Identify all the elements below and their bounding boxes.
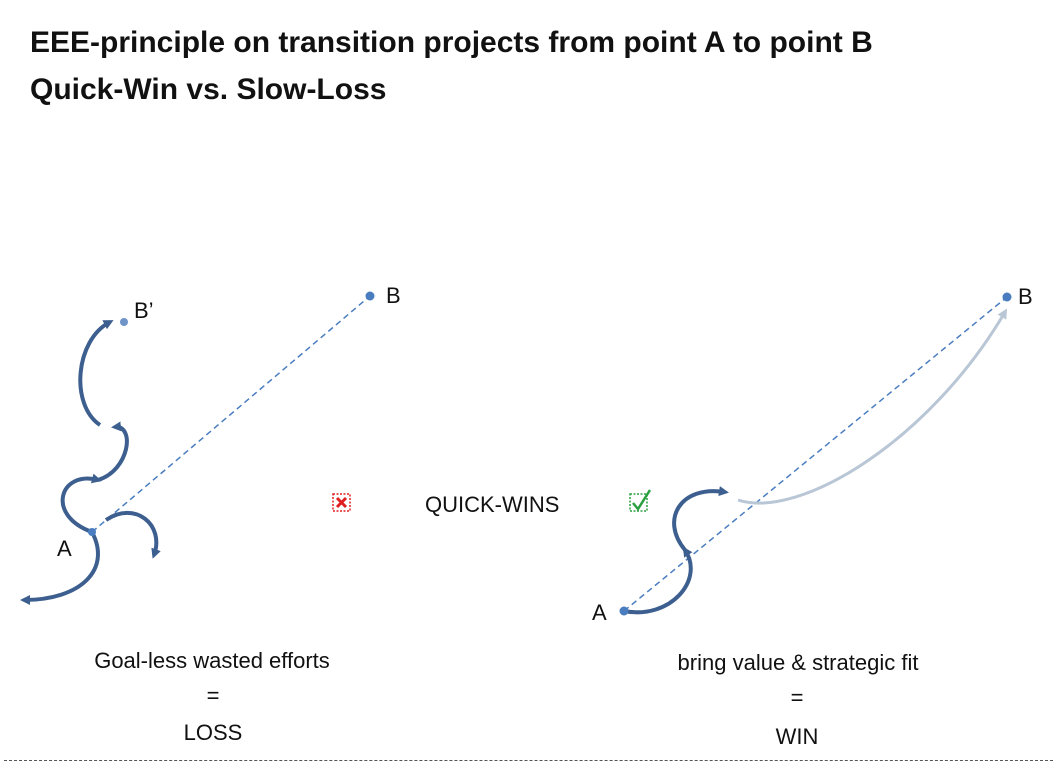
left-arc-up-left (60, 473, 102, 534)
left-caption-line3: LOSS (184, 720, 243, 745)
left-point-b-prime (120, 318, 128, 326)
left-arc-up-middle (97, 421, 129, 482)
left-panel: A B B’ Goal-less wasted efforts = LOSS (20, 283, 401, 745)
right-point-a (619, 606, 629, 616)
left-label-b-prime: B’ (134, 298, 154, 323)
right-caption-line3: WIN (776, 724, 819, 749)
right-arc-1 (623, 546, 693, 615)
left-arc-up-top (78, 320, 114, 427)
right-faint-arc (737, 308, 1008, 505)
left-label-a: A (57, 536, 72, 561)
right-panel: A B bring value & strategic fit = WIN (592, 284, 1033, 749)
check-box-icon (629, 489, 652, 512)
cross-box-icon (332, 493, 351, 512)
right-goal-line (623, 296, 1008, 612)
left-goal-line (91, 295, 371, 533)
bottom-divider (4, 760, 1053, 761)
title-line-2: Quick-Win vs. Slow-Loss (30, 73, 387, 106)
quick-wins-label: QUICK-WINS (425, 492, 559, 517)
left-caption-eq: = (207, 683, 220, 708)
left-point-a (88, 528, 96, 536)
right-arc-2 (672, 486, 729, 552)
left-label-b: B (386, 283, 401, 308)
right-point-b (1002, 292, 1012, 302)
left-point-b (365, 291, 375, 301)
right-caption-eq: = (791, 685, 804, 710)
left-arc-down-left (20, 531, 100, 605)
right-label-b: B (1018, 284, 1033, 309)
right-caption-line1: bring value & strategic fit (678, 650, 919, 675)
title-line-1: EEE-principle on transition projects fro… (30, 26, 873, 59)
right-label-a: A (592, 600, 607, 625)
left-caption-line1: Goal-less wasted efforts (94, 648, 330, 673)
left-arc-right (104, 510, 161, 559)
